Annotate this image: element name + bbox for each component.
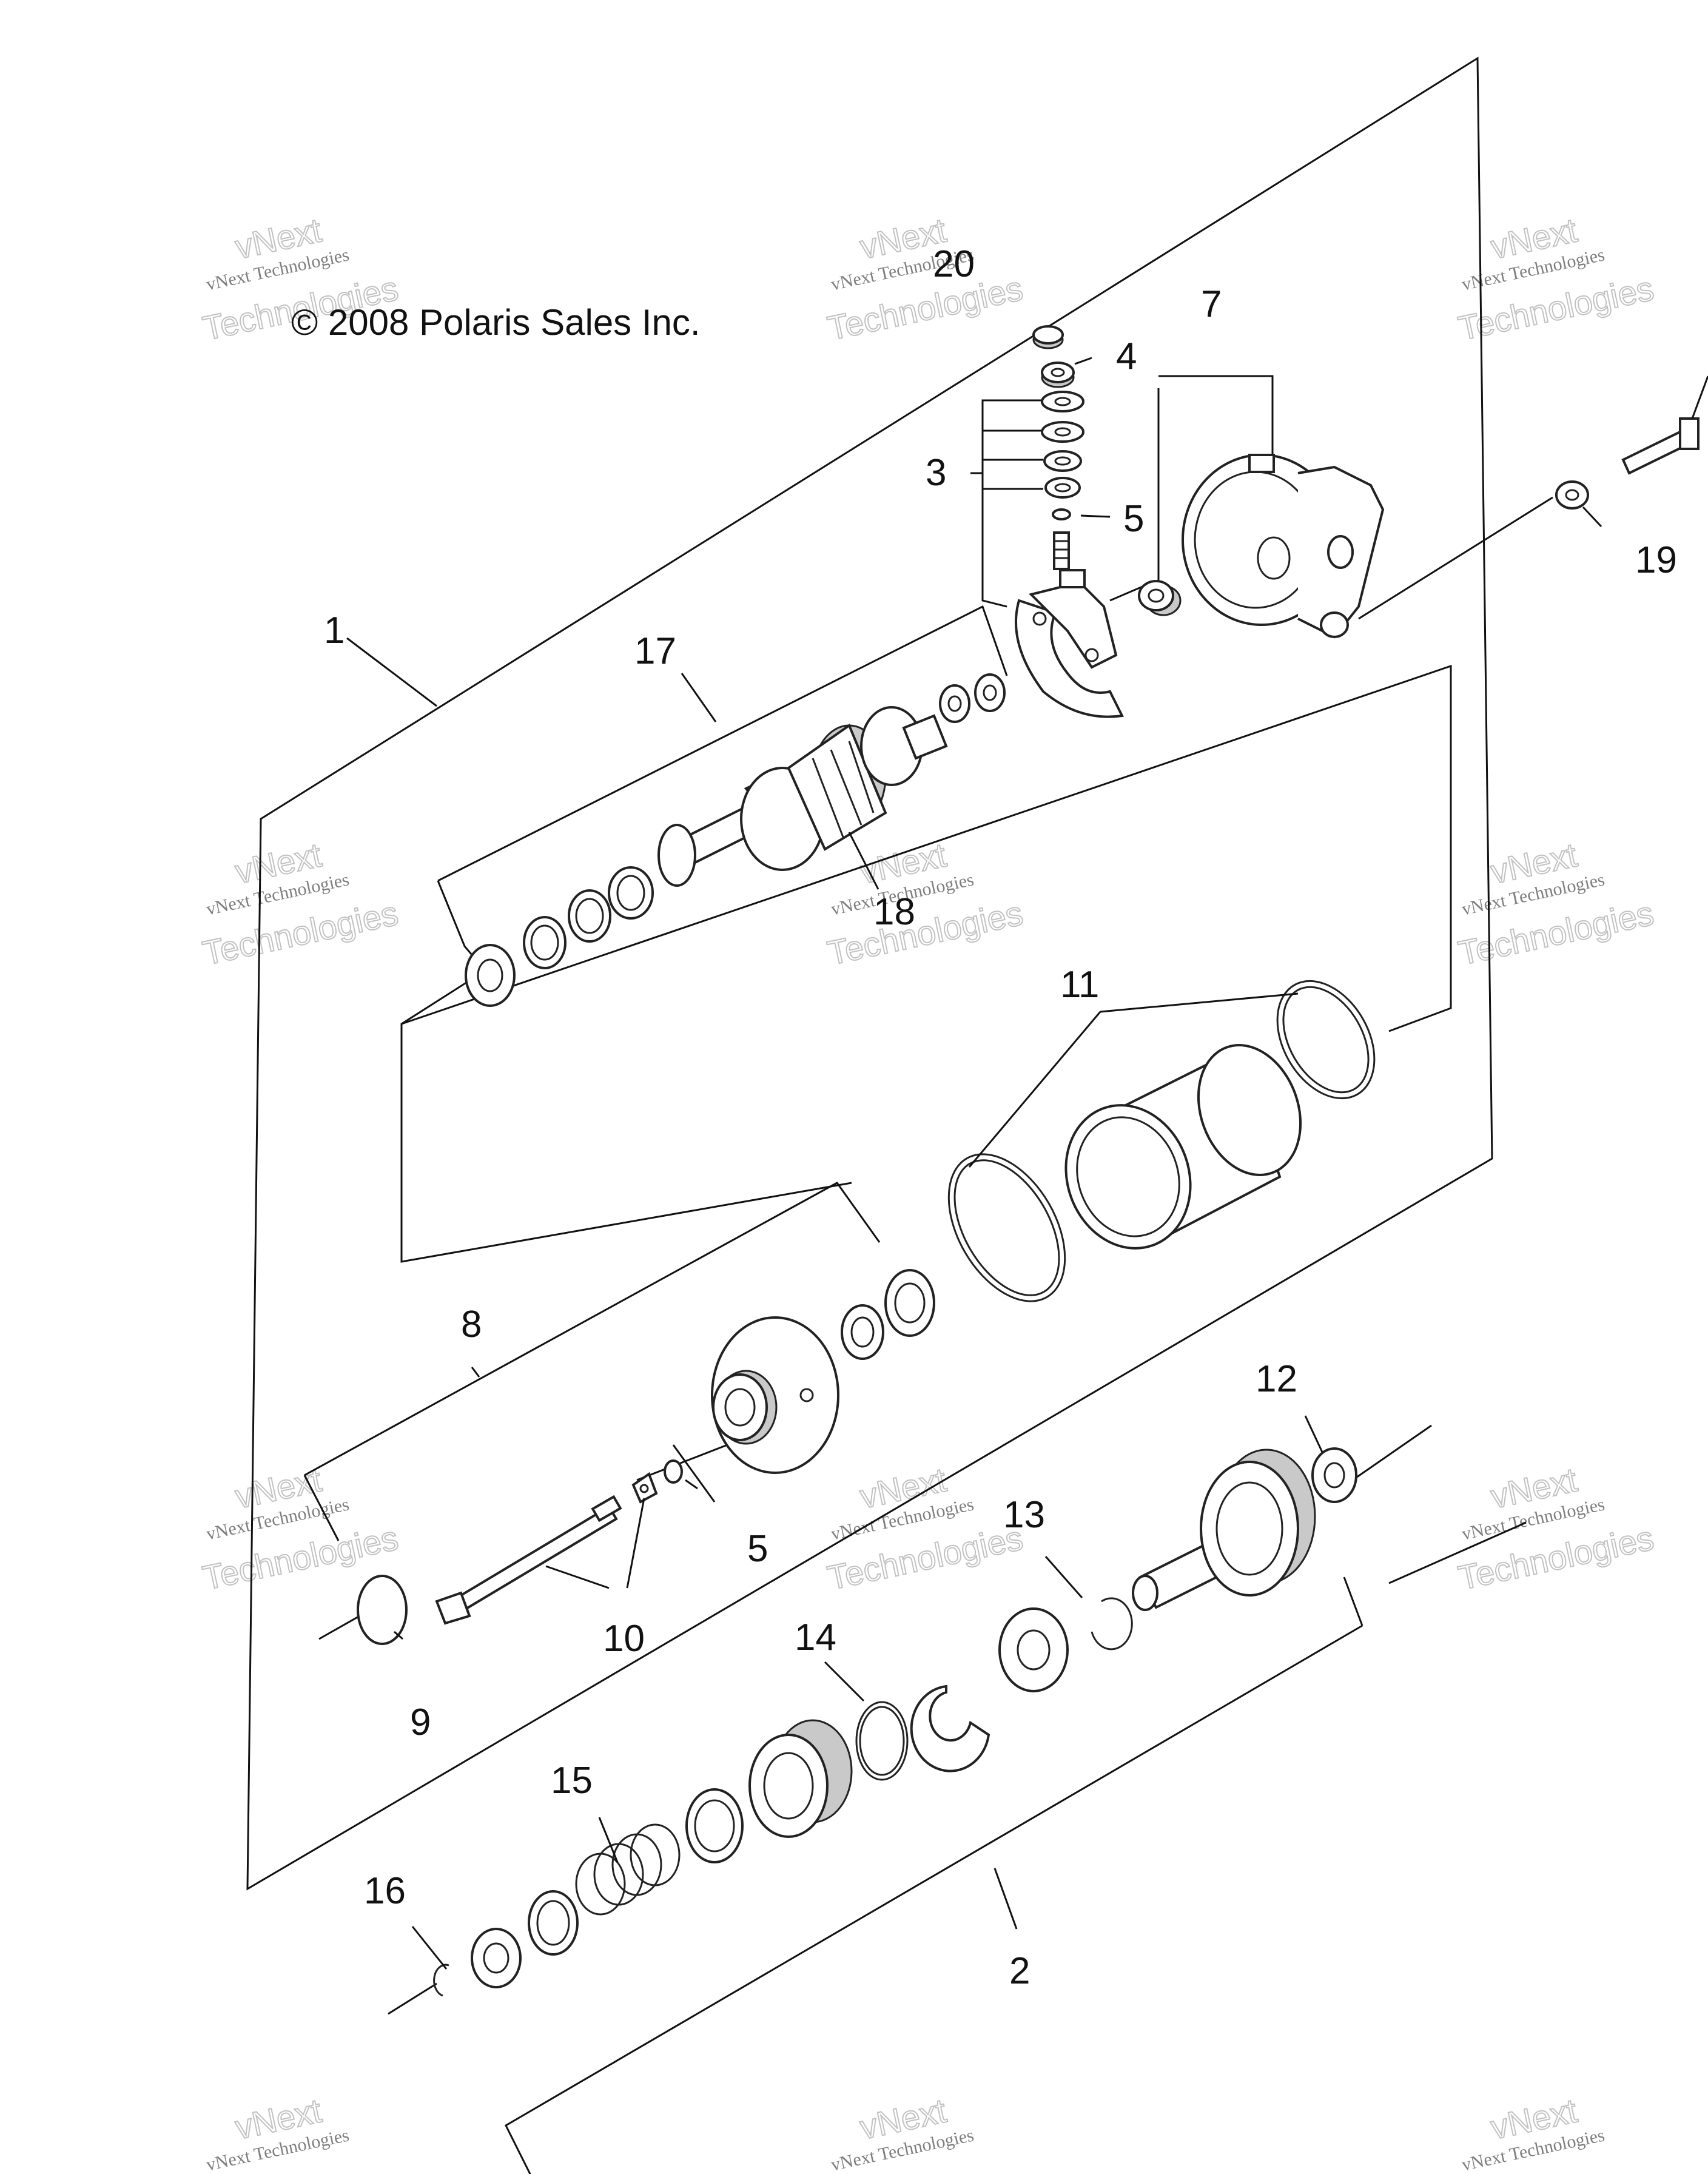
armature-washer [939, 673, 1006, 723]
seal-disc-part [357, 1575, 408, 1645]
washer-part [1311, 1447, 1357, 1503]
callout-4: 4 [1116, 335, 1137, 377]
through-bolt-part [435, 1495, 622, 1625]
axis-line [1352, 1424, 1432, 1481]
callout-1: 1 [324, 610, 345, 651]
callout-13: 13 [1003, 1494, 1045, 1536]
front-housing-part [711, 1316, 839, 1474]
nut-part [1041, 362, 1075, 388]
watermark: vNext vNext Technologies [204, 2090, 351, 2174]
watermark: vNext vNext Technologies Technologies [1454, 835, 1658, 972]
collar-part [910, 1684, 990, 1772]
bearing-part [841, 1269, 935, 1360]
callout-19: 19 [1635, 539, 1677, 581]
watermark: vNext vNext Technologies Technologies [1454, 210, 1658, 348]
ring-part [855, 1701, 909, 1781]
washer-part [998, 1607, 1069, 1692]
watermark: vNext vNext Technologies Technologies [199, 1459, 402, 1597]
terminal-bolt-part [1053, 531, 1070, 570]
callout-5-bottom: 5 [747, 1528, 768, 1570]
stop-collar-part [471, 1928, 522, 1988]
o-ring-part [664, 1459, 683, 1484]
spring-part [575, 1823, 681, 1916]
callout-11: 11 [1060, 964, 1099, 1006]
callout-9: 9 [410, 1701, 431, 1743]
watermark: vNext vNext Technologies Technologies [1454, 1459, 1658, 1597]
retainer-ring-part [528, 1890, 579, 1956]
callout-16: 16 [364, 1870, 406, 1912]
leader-lines [346, 357, 1602, 1970]
watermark: vNext vNext Technologies Technologies [199, 835, 402, 972]
armature-part [657, 706, 948, 887]
housing-bracket-left [400, 969, 852, 1263]
front-housing-bracket [304, 1182, 881, 1476]
pinion-gear-shaft-part [1132, 1449, 1316, 1611]
axis-line [1358, 496, 1553, 620]
brush-holder-part [1015, 569, 1125, 718]
copyright-text: © 2008 Polaris Sales Inc. [291, 302, 701, 343]
watermark: vNext vNext Technologies Technologies [824, 210, 1027, 348]
thrust-washer-group [465, 866, 654, 1007]
assembly-outline [246, 56, 1493, 1891]
callout-3: 3 [926, 452, 946, 494]
callout-17: 17 [634, 630, 676, 672]
sleeve-part [685, 1788, 744, 1863]
leader-line [1343, 1577, 1363, 1626]
brush-bracket [981, 399, 1043, 608]
screw-part [1621, 375, 1708, 475]
callout-5-top: 5 [1123, 498, 1144, 540]
o-ring-part [1052, 508, 1071, 520]
retainer-ring-part [536, 1900, 570, 1946]
ring-part [859, 1706, 905, 1776]
end-cover-part [1182, 454, 1385, 639]
endcover-bracket-top [1158, 375, 1274, 472]
stop-collar-part [483, 1942, 509, 1974]
callout-14: 14 [795, 1617, 836, 1658]
clip-part [433, 1964, 449, 1997]
callout-12: 12 [1256, 1358, 1297, 1400]
callout-7: 7 [1201, 283, 1222, 325]
callout-8: 8 [461, 1304, 482, 1345]
callout-10: 10 [603, 1618, 645, 1660]
yoke-housing-part [1064, 1044, 1302, 1250]
o-ring-part [947, 1153, 1066, 1302]
clutch-bracket [505, 1624, 1363, 2174]
watermark: vNext vNext Technologies Technologies [824, 1459, 1027, 1597]
housing-bracket [401, 664, 1452, 1032]
o-ring-part [1276, 980, 1376, 1100]
lock-washer-part [631, 1472, 658, 1504]
watermark: vNext vNext Technologies [1460, 2090, 1606, 2174]
watermark: vNext vNext Technologies [829, 2090, 975, 2174]
armature-bracket [437, 605, 1008, 882]
washer-stack [1041, 391, 1084, 499]
callout-15: 15 [551, 1760, 593, 1802]
nut-part [1032, 325, 1064, 349]
axis-line [318, 1612, 365, 1640]
callout-labels: 1 2 3 4 5 5 7 8 9 10 11 12 13 14 15 16 1… [324, 243, 1677, 1992]
bushing-part [1138, 580, 1182, 616]
snap-ring-part [1091, 1597, 1133, 1651]
callout-18: 18 [873, 891, 915, 933]
axis-line [388, 1982, 437, 2015]
washer-part [1555, 480, 1589, 510]
clutch-pinion-part [748, 1719, 853, 1838]
callout-20: 20 [933, 243, 975, 285]
watermark: vNext vNext Technologies Technologies [824, 835, 1027, 972]
front-housing-bracket-left [303, 1475, 340, 1541]
callout-2: 2 [1009, 1950, 1030, 1992]
